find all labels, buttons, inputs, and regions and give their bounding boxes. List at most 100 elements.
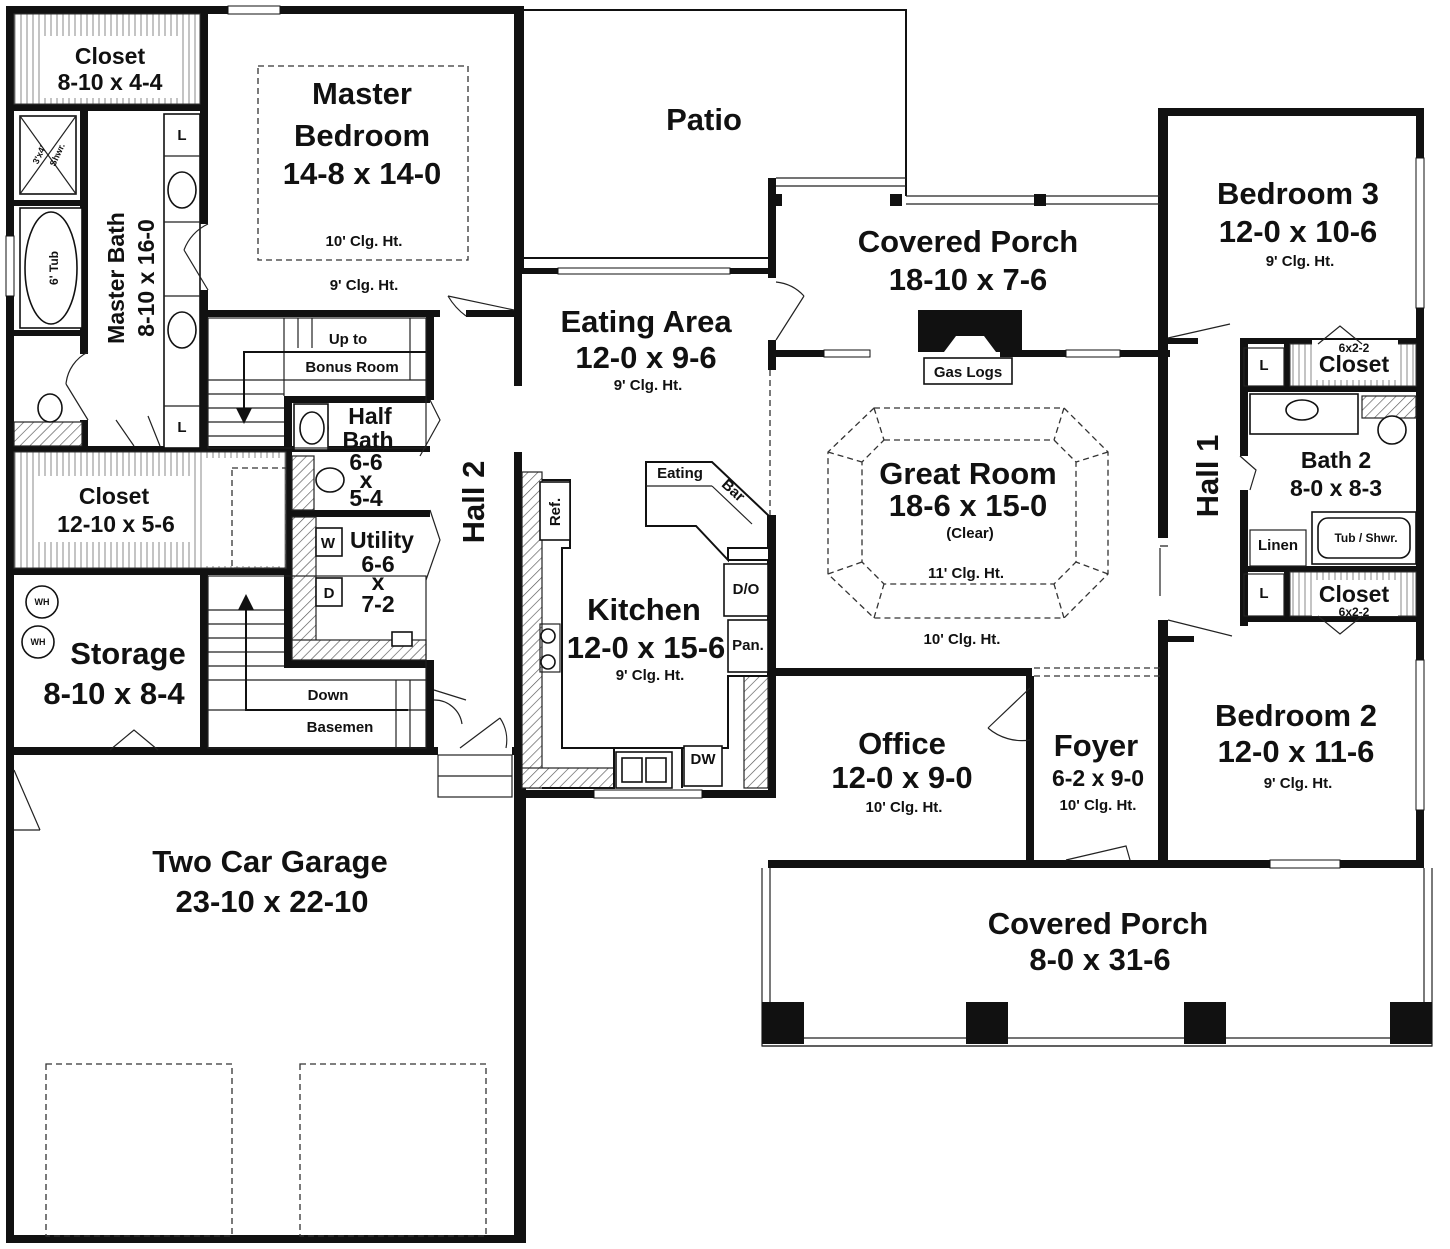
kitchen-hatch-right	[743, 675, 769, 789]
closet-master-size: 8-10 x 4-4	[58, 69, 163, 95]
office-name: Office	[858, 726, 946, 761]
eating-area-clg: 9' Clg. Ht.	[614, 377, 683, 394]
closet-master-name: Closet	[75, 43, 146, 69]
kitchen-counter	[542, 479, 769, 789]
garage-door-right	[299, 1063, 487, 1237]
great-room-clg: 10' Clg. Ht.	[924, 631, 1001, 648]
kitchen-hatch-bottom	[521, 767, 615, 789]
ref-label: Ref.	[547, 498, 564, 526]
office-clg: 10' Clg. Ht.	[866, 799, 943, 816]
front-porch	[761, 868, 1433, 1047]
half-bath-name1: Half	[348, 403, 392, 429]
half-bath-size2: x	[360, 467, 373, 493]
linen-label: Linen	[1258, 537, 1298, 554]
tub-shower-label: Tub / Shwr.	[1334, 531, 1397, 545]
master-bedroom-tray-clg: 10' Clg. Ht.	[326, 233, 403, 250]
closet-hall-size: 12-10 x 5-6	[57, 511, 175, 537]
fireplace	[918, 310, 1022, 352]
patio-outline	[524, 9, 907, 259]
bath2-name: Bath 2	[1301, 447, 1371, 473]
great-room-tray-clg: 11' Clg. Ht.	[928, 565, 1004, 582]
water-heater-label-1: WH	[35, 597, 50, 607]
eating-area-name: Eating Area	[560, 304, 732, 339]
stairs-down-label-2: Basemen	[307, 719, 374, 736]
half-bath-size3: 5-4	[349, 485, 382, 511]
stairs-down	[207, 575, 427, 749]
bedroom2-size: 12-0 x 11-6	[1218, 734, 1375, 769]
linen-mark-b3: L	[1259, 357, 1268, 374]
covered-porch-rear-size: 18-10 x 7-6	[889, 262, 1048, 297]
gas-logs-label: Gas Logs	[934, 364, 1002, 381]
bedroom3-size: 12-0 x 10-6	[1219, 214, 1378, 249]
stairs-up-label-2: Bonus Room	[305, 359, 398, 376]
master-bath-size: 8-10 x 16-0	[133, 219, 159, 337]
kitchen-clg: 9' Clg. Ht.	[616, 667, 685, 684]
office-size: 12-0 x 9-0	[831, 760, 972, 795]
master-bath-linen-1: L	[177, 127, 186, 144]
eating-area-size: 12-0 x 9-6	[575, 340, 716, 375]
foyer-name: Foyer	[1054, 728, 1138, 763]
hall2-name: Hall 2	[456, 461, 491, 544]
stairs-down-label-1: Down	[308, 687, 349, 704]
hall1-name: Hall 1	[1190, 435, 1225, 518]
garage-size: 23-10 x 22-10	[175, 884, 368, 919]
bath2-size: 8-0 x 8-3	[1290, 475, 1382, 501]
half-bath-size1: 6-6	[349, 449, 382, 475]
bedroom3-clg: 9' Clg. Ht.	[1266, 253, 1335, 270]
patio-name: Patio	[666, 102, 742, 137]
utility-size3: 7-2	[361, 591, 394, 617]
great-room-name: Great Room	[879, 456, 1056, 491]
half-bath-name2: Bath	[342, 427, 393, 453]
master-tray	[257, 65, 469, 261]
dryer-label: D	[324, 585, 335, 602]
covered-porch-front-size: 8-0 x 31-6	[1029, 942, 1170, 977]
bedroom3-name: Bedroom 3	[1217, 176, 1379, 211]
covered-porch-front-name: Covered Porch	[988, 906, 1209, 941]
linen-mark-b2: L	[1259, 585, 1268, 602]
kitchen-hatch-left	[521, 471, 543, 789]
master-bath-hatch	[13, 421, 83, 447]
storage-name: Storage	[70, 636, 185, 671]
water-heater-label-2: WH	[31, 637, 46, 647]
closet-b3-name: Closet	[1319, 351, 1390, 377]
garage-name: Two Car Garage	[152, 844, 387, 879]
master-bedroom-size: 14-8 x 14-0	[283, 156, 442, 191]
master-bedroom-name1: Master	[312, 76, 412, 111]
half-bath-hatch	[291, 455, 315, 511]
closet-b3-size: 6x2-2	[1339, 341, 1370, 355]
great-room-tray-outer	[827, 407, 1109, 619]
foyer-size: 6-2 x 9-0	[1052, 765, 1144, 791]
kitchen-size: 12-0 x 15-6	[567, 630, 726, 665]
master-bedroom-name2: Bedroom	[294, 118, 430, 153]
garage-door-left	[45, 1063, 233, 1237]
storage-size: 8-10 x 8-4	[43, 676, 185, 711]
doors	[13, 223, 1363, 861]
bedroom2-clg: 9' Clg. Ht.	[1264, 775, 1333, 792]
great-room-note: (Clear)	[946, 525, 994, 542]
room-labels: Closet 8-10 x 4-4 Master Bedroom 14-8 x …	[31, 43, 1398, 977]
master-bath-linen-2: L	[177, 419, 186, 436]
stairs-up	[207, 317, 427, 449]
foyer-clg: 10' Clg. Ht.	[1060, 797, 1137, 814]
closet-hall-name: Closet	[79, 483, 150, 509]
master-bedroom-clg: 9' Clg. Ht.	[330, 277, 399, 294]
pantry-label: Pan.	[732, 637, 764, 654]
utility-size1: 6-6	[361, 551, 394, 577]
great-room-size: 18-6 x 15-0	[889, 488, 1048, 523]
kitchen-name: Kitchen	[587, 592, 701, 627]
tub	[24, 211, 78, 325]
stairs-up-label-1: Up to	[329, 331, 367, 348]
covered-porch-rear-name: Covered Porch	[858, 224, 1079, 259]
utility-hatch-left	[291, 516, 317, 661]
bedroom2-name: Bedroom 2	[1215, 698, 1377, 733]
bath2-hatch	[1361, 395, 1417, 419]
eating-bar	[645, 461, 769, 563]
dishwasher-label: DW	[691, 751, 717, 768]
closet-b2-name: Closet	[1319, 581, 1390, 607]
oven-label: D/O	[733, 581, 760, 598]
tub-label: 6' Tub	[47, 251, 61, 285]
eating-bar-label-2: Bar	[718, 476, 748, 505]
utility-name: Utility	[350, 527, 414, 553]
washer-label: W	[321, 535, 336, 552]
